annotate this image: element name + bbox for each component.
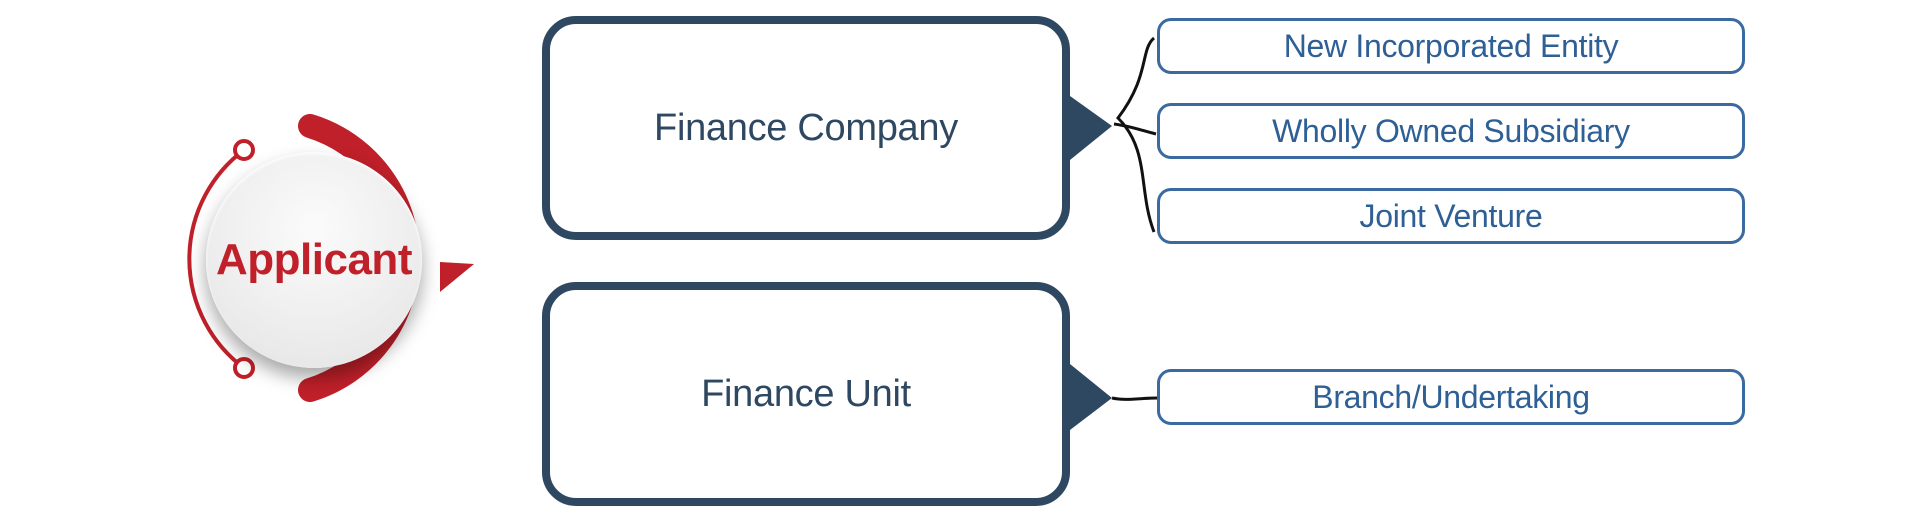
finance-company-box: Finance Company bbox=[542, 16, 1070, 240]
company-pointer bbox=[1070, 96, 1112, 160]
unit-connector bbox=[1111, 396, 1159, 401]
subtype-box-wholly-owned-subsidiary: Wholly Owned Subsidiary bbox=[1157, 103, 1745, 159]
subtype-label: Wholly Owned Subsidiary bbox=[1272, 112, 1630, 149]
unit-pointer bbox=[1070, 364, 1112, 430]
arc-node-top bbox=[233, 139, 255, 161]
subtype-box-branch-undertaking: Branch/Undertaking bbox=[1157, 369, 1745, 425]
finance-unit-label: Finance Unit bbox=[701, 372, 911, 415]
subtype-label: New Incorporated Entity bbox=[1283, 27, 1619, 64]
applicant-inner-arc bbox=[187, 148, 246, 370]
arc-node-bottom bbox=[233, 357, 255, 379]
subtype-box-new-incorporated-entity: New Incorporated Entity bbox=[1157, 18, 1745, 74]
company-bracket-middle bbox=[1113, 122, 1157, 136]
applicant-label: Applicant bbox=[216, 235, 412, 284]
subtype-label: Joint Venture bbox=[1359, 197, 1543, 234]
finance-unit-box: Finance Unit bbox=[542, 282, 1070, 506]
applicant-pointer bbox=[440, 262, 474, 292]
finance-company-label: Finance Company bbox=[654, 106, 958, 149]
subtype-box-joint-venture: Joint Venture bbox=[1157, 188, 1745, 244]
applicant-node: Applicant bbox=[206, 152, 422, 368]
subtype-label: Branch/Undertaking bbox=[1312, 378, 1590, 415]
company-bracket bbox=[1116, 36, 1156, 233]
